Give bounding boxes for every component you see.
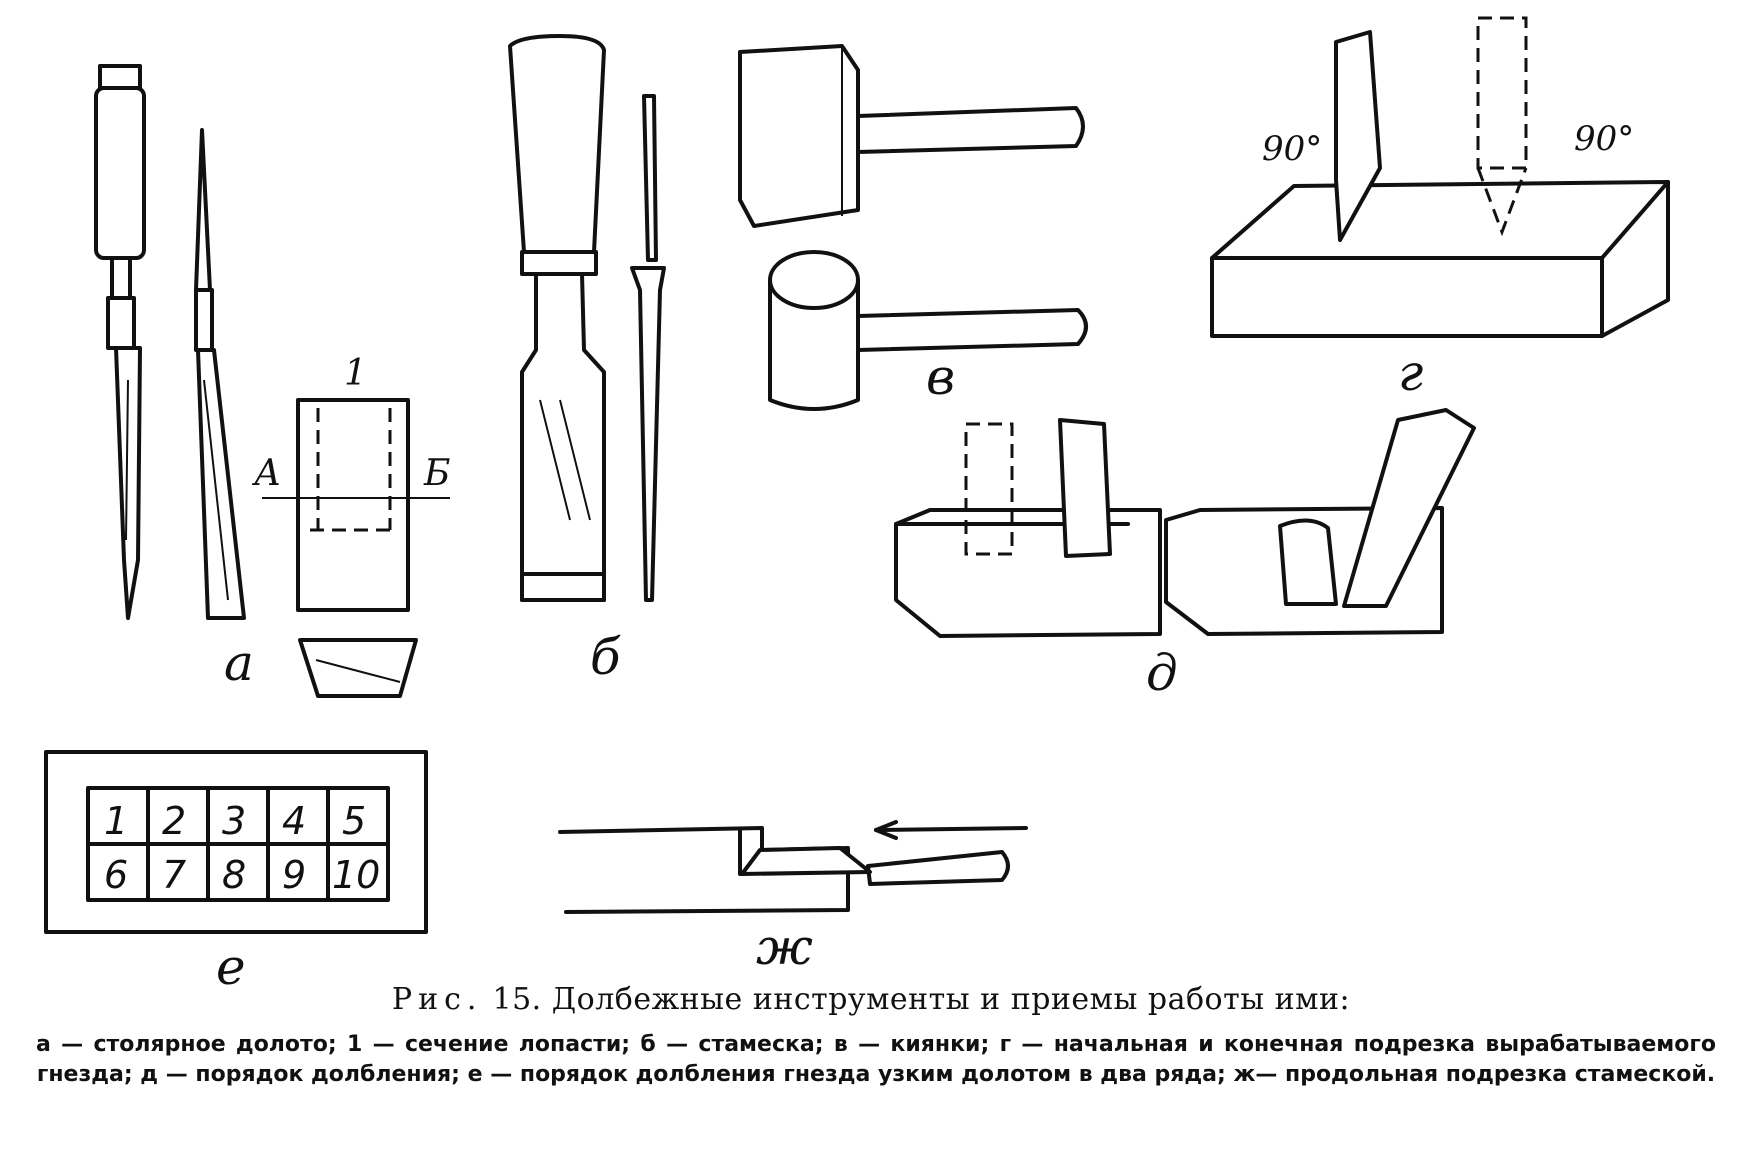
caption-title-text: 15. Долбежные инструменты и приемы работ… xyxy=(492,982,1351,1017)
label-b: б xyxy=(590,628,621,686)
label-g: г xyxy=(1398,344,1423,402)
label-section-number: 1 xyxy=(344,353,367,394)
grid-cell-5: 5 xyxy=(342,799,366,843)
grid-cell-6: 6 xyxy=(104,853,128,897)
grid-cell-4: 4 xyxy=(282,799,306,843)
figure-caption-title: Рис. 15. Долбежные инструменты и приемы … xyxy=(0,982,1742,1017)
label-section-right: Б xyxy=(423,453,450,494)
caption-prefix: Рис. xyxy=(391,982,483,1017)
tools-illustration: а 1 А Б б в xyxy=(44,16,1670,990)
label-d: д xyxy=(1146,644,1178,702)
grid-cell-10: 10 xyxy=(332,853,380,897)
label-a: а xyxy=(224,634,254,692)
label-zh: ж xyxy=(756,918,813,976)
initial-final-cuts-drawing xyxy=(1210,16,1670,338)
grid-cell-2: 2 xyxy=(162,799,186,843)
chiselling-order-drawing xyxy=(894,408,1476,638)
mallets-drawing xyxy=(738,44,1088,411)
longitudinal-cut-drawing xyxy=(558,820,1028,914)
label-v: в xyxy=(926,348,955,406)
label-section-left: А xyxy=(251,453,281,494)
grid-cell-7: 7 xyxy=(162,853,186,897)
figure-caption-body: а — столярное долото; 1 — сечение лопаст… xyxy=(36,1032,1716,1087)
grid-cell-9: 9 xyxy=(282,853,306,897)
narrow-chisel-order-drawing xyxy=(44,750,428,934)
paring-chisel-drawing xyxy=(508,34,666,602)
grid-cell-8: 8 xyxy=(222,853,246,897)
grid-cell-3: 3 xyxy=(222,799,246,843)
joiner-chisel-drawing xyxy=(94,64,246,620)
blade-section-drawing xyxy=(262,398,450,698)
label-angle-left: 90° xyxy=(1262,129,1322,169)
label-angle-right: 90° xyxy=(1574,119,1634,159)
label-e: е xyxy=(216,938,246,990)
grid-cell-1: 1 xyxy=(104,799,128,843)
